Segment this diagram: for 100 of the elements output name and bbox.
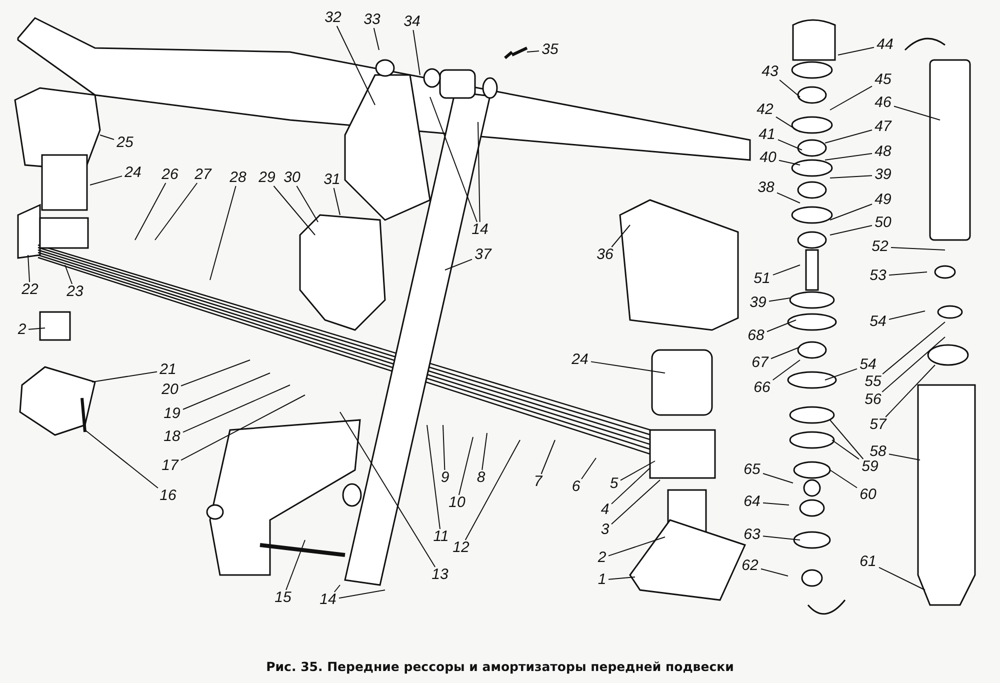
callout-number: 8 — [474, 470, 488, 486]
callout-number: 16 — [157, 488, 179, 504]
leader-line — [824, 130, 872, 144]
leader-line — [762, 536, 800, 540]
leader-line — [611, 468, 650, 504]
callout-number: 19 — [161, 406, 183, 422]
callout-number: 26 — [159, 167, 181, 183]
leader-line — [210, 186, 236, 280]
leader-line — [778, 160, 800, 166]
callout-number: 14 — [317, 592, 339, 608]
leader-line — [336, 26, 376, 106]
leader-line — [590, 361, 666, 374]
callout-number: 37 — [472, 247, 494, 263]
callout-number: 25 — [114, 135, 136, 151]
leader-line — [768, 298, 790, 302]
callout-number: 13 — [429, 567, 451, 583]
leader-line — [888, 454, 920, 460]
callout-number: 12 — [450, 540, 472, 556]
leader-line — [182, 372, 270, 410]
leader-line — [882, 336, 946, 392]
leader-line — [760, 568, 788, 576]
leader-line — [92, 371, 158, 382]
leader-line — [882, 322, 946, 374]
leader-line — [894, 106, 940, 120]
callout-number: 24 — [122, 165, 144, 181]
leader-line — [180, 360, 250, 386]
callout-number: 34 — [401, 14, 423, 30]
leader-line — [776, 192, 800, 204]
leader-line — [762, 473, 794, 484]
callout-number: 54 — [867, 314, 889, 330]
callout-number: 38 — [755, 180, 777, 196]
leader-line — [444, 258, 472, 270]
leader-line — [888, 272, 928, 276]
callout-number: 7 — [532, 474, 544, 490]
callout-number: 4 — [598, 502, 612, 518]
leader-line — [766, 320, 796, 332]
callout-number: 66 — [751, 380, 773, 396]
leader-line — [426, 424, 440, 530]
callout-number: 23 — [64, 284, 86, 300]
leader-line — [286, 540, 306, 590]
callout-number: 53 — [867, 268, 889, 284]
leader-line — [412, 30, 420, 76]
leader-line — [28, 328, 46, 330]
callout-number: 1 — [596, 572, 608, 588]
callout-number: 68 — [745, 328, 767, 344]
leader-line — [478, 122, 480, 222]
callout-number: 35 — [539, 42, 561, 58]
leader-line — [182, 384, 290, 433]
leader-line — [134, 182, 166, 240]
leader-line — [373, 28, 380, 50]
leader-line — [611, 224, 630, 248]
leader-line — [830, 225, 872, 236]
leader-line — [526, 50, 540, 52]
callout-number: 59 — [859, 459, 881, 475]
callout-number: 50 — [872, 215, 894, 231]
callout-number: 44 — [874, 37, 896, 53]
callout-number: 49 — [872, 192, 894, 208]
leader-line — [830, 86, 872, 110]
callout-number: 55 — [862, 374, 884, 390]
leader-line — [779, 80, 800, 98]
callout-number: 61 — [857, 554, 879, 570]
callout-number: 22 — [19, 282, 41, 298]
leader-line — [772, 360, 800, 380]
callout-number: 58 — [867, 444, 889, 460]
leader-line — [296, 186, 318, 222]
callout-number: 11 — [430, 529, 452, 545]
callout-number: 65 — [741, 462, 763, 478]
leader-line — [830, 204, 872, 220]
callout-number: 43 — [759, 64, 781, 80]
leader-line — [890, 247, 946, 250]
leader-line — [482, 432, 488, 470]
leader-line — [776, 116, 800, 132]
leader-line — [458, 436, 474, 496]
callout-number: 39 — [747, 295, 769, 311]
leader-line — [832, 440, 860, 460]
leader-line — [90, 176, 122, 186]
callout-number: 27 — [192, 167, 214, 183]
leader-line — [154, 182, 198, 240]
leader-line — [540, 440, 556, 474]
callout-number: 6 — [570, 479, 582, 495]
leader-line — [762, 502, 790, 506]
callout-number: 52 — [869, 239, 891, 255]
leader-line — [608, 536, 666, 556]
callout-number: 20 — [159, 382, 181, 398]
callout-number: 29 — [256, 170, 278, 186]
callout-number: 62 — [739, 558, 761, 574]
callout-number: 45 — [872, 72, 894, 88]
callout-number: 51 — [751, 271, 773, 287]
leader-line — [608, 576, 636, 580]
leader-line — [84, 430, 158, 488]
leader-line — [273, 186, 316, 236]
leader-line — [464, 440, 520, 540]
leader-line — [888, 310, 926, 320]
leader-line — [770, 346, 800, 360]
callout-number: 42 — [754, 102, 776, 118]
callout-number: 18 — [161, 429, 183, 445]
callout-number: 32 — [322, 10, 344, 26]
callout-number: 15 — [272, 590, 294, 606]
callout-number: 9 — [438, 470, 452, 486]
callout-number: 2 — [596, 550, 608, 566]
